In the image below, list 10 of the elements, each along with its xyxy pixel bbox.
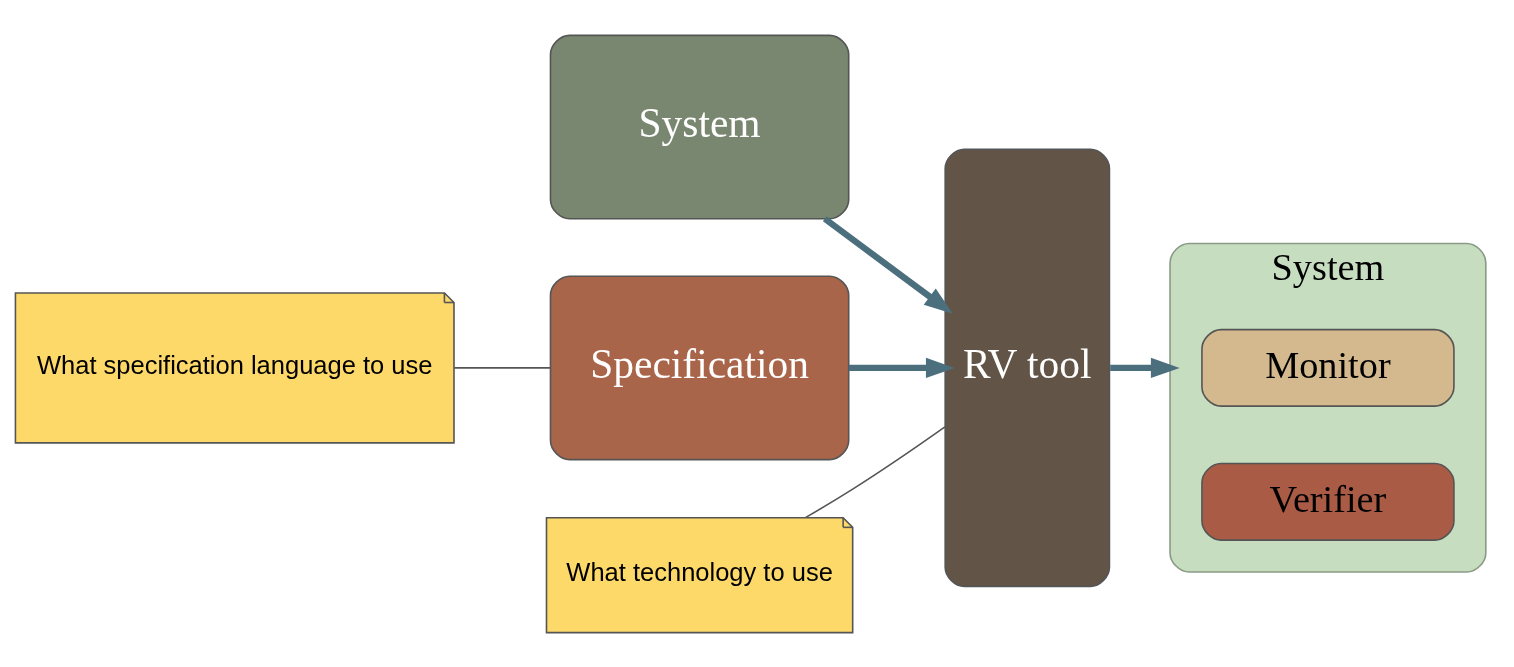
connector [804,425,946,518]
arrow [1110,357,1180,378]
node-box: Verifier [1201,462,1455,541]
arrow [848,357,955,378]
arrow [822,215,953,314]
node-box: RV tool [944,148,1111,587]
node-box: Specification [549,274,850,460]
node-box: System [549,34,850,220]
connector [453,366,551,369]
node-box: Monitor [1201,328,1455,407]
